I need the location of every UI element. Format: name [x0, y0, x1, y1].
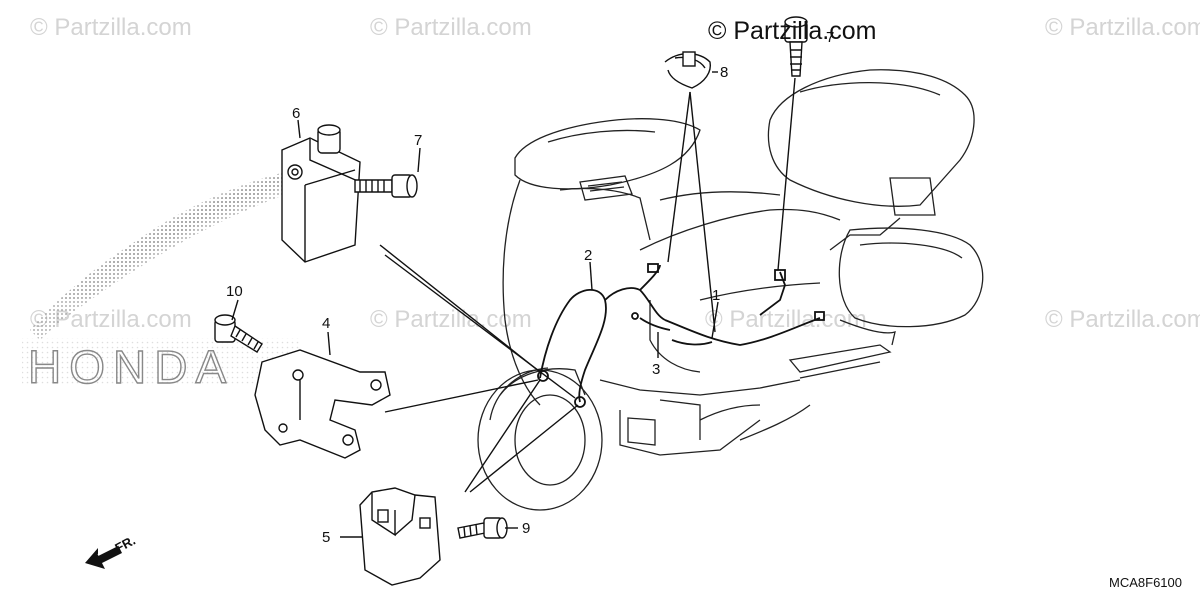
part-6-sensor-module: [281, 124, 361, 263]
watermark-mid-right: © Partzilla.com: [705, 306, 867, 333]
callout-8: 8: [720, 64, 728, 81]
front-direction-arrow: FR.: [85, 533, 138, 569]
part-9-bolt: [457, 517, 508, 539]
callout-4: 4: [322, 315, 330, 332]
callout-5: 5: [322, 529, 330, 546]
part-10-bolt: [214, 314, 263, 353]
leader-lines: [231, 71, 796, 538]
callout-1: 1: [712, 287, 720, 304]
callout-2: 2: [584, 247, 592, 264]
watermark-top-left: © Partzilla.com: [30, 14, 192, 41]
callout-labels: 1 2 3 4 5 6 7 7 8 9 10: [226, 29, 834, 546]
motorcycle-outline: [477, 69, 984, 511]
part-7-bolt-top: [784, 16, 808, 77]
callout-7-left: 7: [414, 132, 422, 149]
wiring-harness: [537, 263, 825, 408]
part-8-clip: [664, 51, 712, 89]
callout-9: 9: [522, 520, 530, 537]
callout-3: 3: [652, 361, 660, 378]
honda-wing-logo: HONDA: [22, 168, 310, 394]
watermark-mid-far-right: © Partzilla.com: [1045, 306, 1200, 333]
watermark-main: © Partzilla.com: [708, 17, 877, 45]
callout-7-top: 7: [826, 29, 834, 46]
watermark-top-right: © Partzilla.com: [1045, 14, 1200, 41]
part-5-cover: [359, 487, 441, 586]
callout-6: 6: [292, 105, 300, 122]
part-4-bracket: [254, 349, 391, 459]
honda-logo-text: HONDA: [28, 341, 234, 393]
part-7-bolt-left: [354, 174, 418, 198]
watermark-top-mid: © Partzilla.com: [370, 14, 532, 41]
callout-10: 10: [226, 283, 243, 300]
diagram-code: MCA8F6100: [1109, 575, 1182, 590]
